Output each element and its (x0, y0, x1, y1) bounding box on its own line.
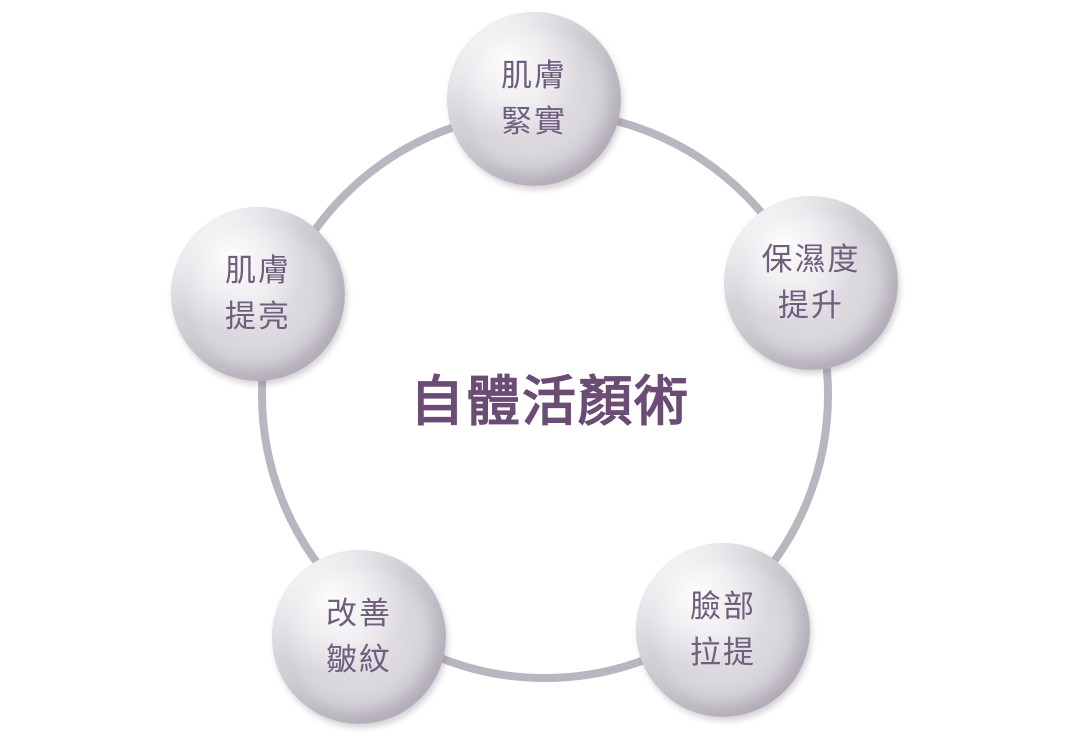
node-label-line: 臉部 (690, 589, 756, 625)
node-label-line: 提亮 (225, 299, 291, 335)
node-wrinkle-improve: 改善 皺紋 (272, 550, 446, 724)
node-face-lift: 臉部 拉提 (636, 543, 810, 717)
node-label-line: 肌膚 (225, 253, 291, 289)
node-label-line: 提升 (778, 288, 844, 324)
center-title: 自體活顏術 (410, 370, 690, 433)
node-label-line: 保濕度 (761, 242, 861, 278)
node-skin-brighten: 肌膚 提亮 (171, 207, 345, 381)
node-moisture-boost: 保濕度 提升 (724, 196, 898, 370)
node-label-line: 皺紋 (326, 642, 392, 678)
node-label-line: 肌膚 (501, 58, 567, 94)
node-skin-firming: 肌膚 緊實 (447, 12, 621, 186)
node-label-line: 改善 (326, 596, 392, 632)
node-label-line: 緊實 (501, 104, 567, 140)
node-label-line: 拉提 (690, 635, 756, 671)
